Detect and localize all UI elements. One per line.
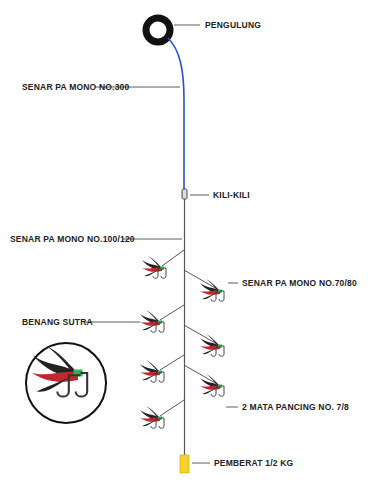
part-label: PEMBERAT 1/2 KG	[214, 459, 293, 468]
part-label: SENAR PA MONO NO.300	[22, 83, 129, 92]
part-label: KILI-KILI	[213, 191, 250, 200]
part-label: 2 MATA PANCING NO. 7/8	[242, 403, 349, 412]
part-label: BENANG SUTRA	[22, 318, 93, 327]
part-label: SENAR PA MONO NO.70/80	[242, 279, 357, 288]
part-label: SENAR PA MONO NO.100/120	[10, 235, 135, 244]
part-label: PENGULUNG	[205, 21, 261, 30]
